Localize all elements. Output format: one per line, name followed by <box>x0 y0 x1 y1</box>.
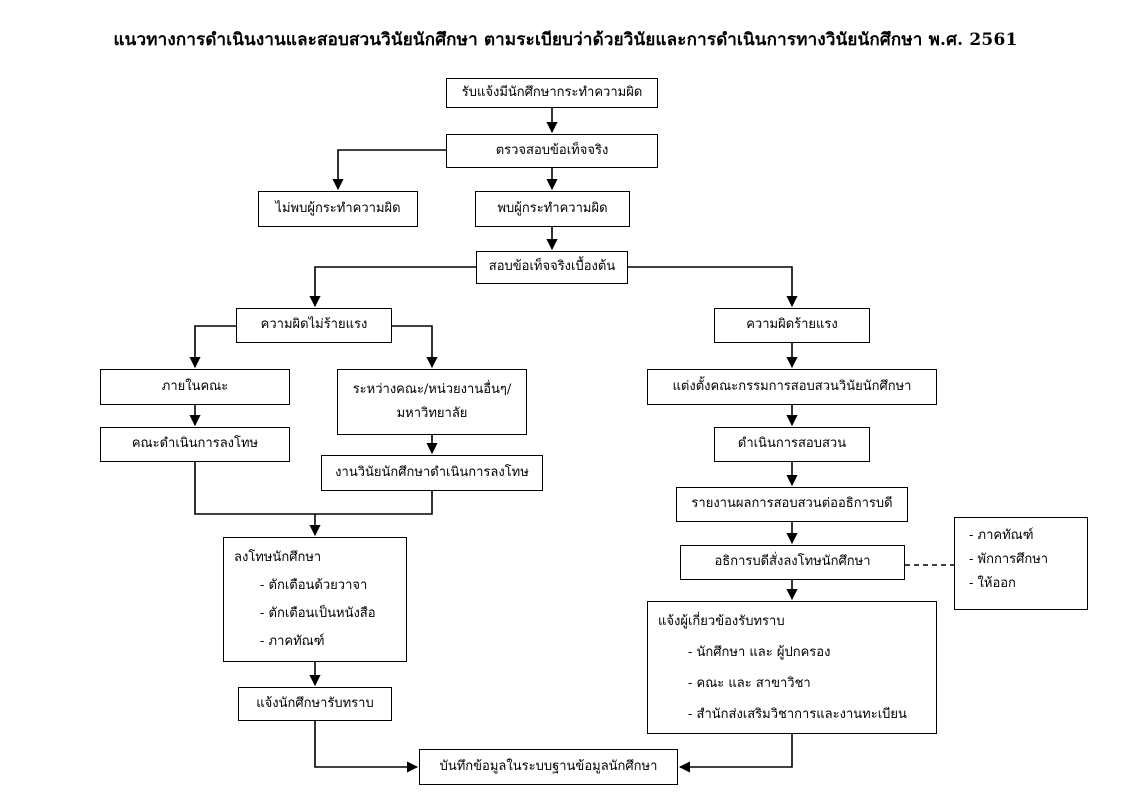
node-appoint-committee: แต่งตั้งคณะกรรมการสอบสวนวินัยนักศึกษา <box>647 369 937 405</box>
node-label: ไม่พบผู้กระทำความผิด <box>275 200 401 216</box>
node-label: รายงานผลการสอบสวนต่ออธิการบดี <box>691 496 893 512</box>
node-record-database: บันทึกข้อมูลในระบบฐานข้อมูลนักศึกษา <box>419 749 678 785</box>
node-label: คณะดำเนินการลงโทษ <box>131 436 259 452</box>
node-label: ความผิดร้ายแรง <box>746 317 838 333</box>
node-label: อธิการบดีสั่งลงโทษนักศึกษา <box>714 554 871 570</box>
node-between-units: ระหว่างคณะ/หน่วยงานอื่นๆ/ มหาวิทยาลัย <box>337 369 527 435</box>
node-president-orders: อธิการบดีสั่งลงโทษนักศึกษา <box>680 545 905 580</box>
node-within-faculty: ภายในคณะ <box>100 369 290 405</box>
node-label: แต่งตั้งคณะกรรมการสอบสวนวินัยนักศึกษา <box>672 378 912 394</box>
arrow-notify-student-to-record <box>314 721 419 773</box>
notify-item: - สำนักส่งเสริมวิชาการและงานทะเบียน <box>688 707 907 722</box>
node-label-line2: มหาวิทยาลัย <box>396 406 468 421</box>
punish-heading: ลงโทษนักศึกษา <box>234 550 322 565</box>
arrow-notify-parties-to-record <box>678 734 793 773</box>
punish-item: - ตักเตือนเป็นหนังสือ <box>260 606 376 621</box>
penalty-option-item: - ภาคทัณฑ์ <box>969 528 1034 543</box>
node-conduct-investigation: ดำเนินการสอบสวน <box>714 427 870 462</box>
node-label: ตรวจสอบข้อเท็จจริง <box>495 142 609 158</box>
node-notify-student: แจ้งนักศึกษารับทราบ <box>238 687 392 721</box>
node-label: ภายในคณะ <box>161 378 229 394</box>
node-label: บันทึกข้อมูลในระบบฐานข้อมูลนักศึกษา <box>439 758 658 774</box>
page-title: แนวทางการดำเนินงานและสอบสวนวินัยนักศึกษา… <box>113 30 1018 50</box>
line-faculty-punish-merge <box>194 462 315 515</box>
penalty-option-item: - ให้ออก <box>969 576 1016 591</box>
notify-item: - คณะ และ สาขาวิชา <box>688 676 811 691</box>
notify-item: - นักศึกษา และ ผู้ปกครอง <box>688 645 831 660</box>
line-unit-punish-merge <box>315 491 433 515</box>
node-penalty-options: - ภาคทัณฑ์ - พักการศึกษา - ให้ออก <box>954 517 1088 610</box>
punish-item: - ภาคทัณฑ์ <box>260 634 325 649</box>
node-label: พบผู้กระทำความผิด <box>497 200 608 216</box>
node-label: แจ้งนักศึกษารับทราบ <box>256 695 374 711</box>
node-discipline-unit-punish: งานวินัยนักศึกษาดำเนินการลงโทษ <box>321 455 543 491</box>
node-label-line1: ระหว่างคณะ/หน่วยงานอื่นๆ/ <box>352 381 512 397</box>
node-report-to-president: รายงานผลการสอบสวนต่ออธิการบดี <box>676 487 908 522</box>
punish-item: - ตักเตือนด้วยวาจา <box>260 578 368 593</box>
node-faculty-punish: คณะดำเนินการลงโทษ <box>100 427 290 462</box>
node-check-facts: ตรวจสอบข้อเท็จจริง <box>446 134 658 168</box>
node-minor-offense: ความผิดไม่ร้ายแรง <box>236 308 392 343</box>
node-offender-found: พบผู้กระทำความผิด <box>475 191 630 227</box>
arrow-inquiry-to-minor <box>309 266 476 308</box>
node-serious-offense: ความผิดร้ายแรง <box>714 308 870 343</box>
node-label: ดำเนินการสอบสวน <box>737 436 847 452</box>
notify-heading: แจ้งผู้เกี่ยวข้องรับทราบ <box>658 614 785 629</box>
node-report-received: รับแจ้งมีนักศึกษากระทำความผิด <box>446 78 658 108</box>
node-label: งานวินัยนักศึกษาดำเนินการลงโทษ <box>335 464 529 480</box>
node-no-offender: ไม่พบผู้กระทำความผิด <box>258 191 418 227</box>
node-punish-student: ลงโทษนักศึกษา - ตักเตือนด้วยวาจา - ตักเต… <box>223 537 407 662</box>
arrow-minor-to-between <box>392 325 438 369</box>
node-notify-parties: แจ้งผู้เกี่ยวข้องรับทราบ - นักศึกษา และ … <box>647 601 937 734</box>
penalty-option-item: - พักการศึกษา <box>969 552 1049 567</box>
node-preliminary-inquiry: สอบข้อเท็จจริงเบื้องต้น <box>476 251 628 284</box>
node-label: ความผิดไม่ร้ายแรง <box>260 317 368 333</box>
arrow-check-to-no-offender <box>332 149 446 191</box>
arrow-minor-to-within <box>189 325 236 369</box>
node-label: รับแจ้งมีนักศึกษากระทำความผิด <box>461 84 643 100</box>
node-label: สอบข้อเท็จจริงเบื้องต้น <box>488 259 616 275</box>
arrow-inquiry-to-serious <box>628 266 798 308</box>
